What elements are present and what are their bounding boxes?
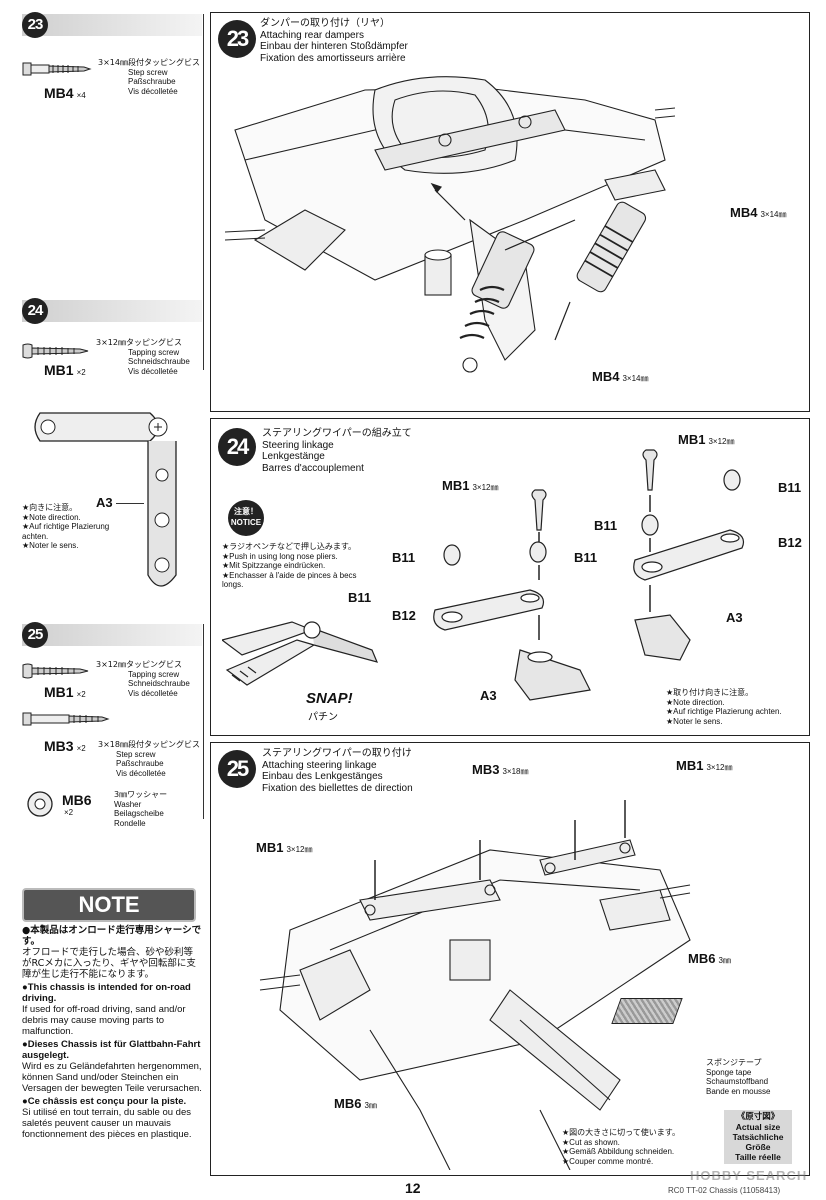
- step-screw-mb4-icon: [22, 62, 92, 76]
- a3-label: A3: [96, 495, 113, 510]
- sponge-tape-swatch: [611, 998, 683, 1024]
- a3-part-drawing: [34, 412, 177, 587]
- panel-23-title: ダンパーの取り付け（リヤ） Attaching rear dampers Ein…: [260, 18, 408, 64]
- panel-23-frame: [210, 12, 810, 412]
- step-screw-mb3-icon: [22, 712, 110, 726]
- mb4-code: MB4×4: [44, 85, 86, 101]
- mb3-description: 3×18㎜段付タッピングビス Step screw Paßschraube Vi…: [98, 740, 200, 778]
- rear-chassis-damper-drawing: [225, 76, 675, 373]
- watermark: HOBBY SEARCH: [690, 1168, 808, 1183]
- pliers-drawing: [222, 621, 379, 686]
- left-divider-24: [203, 300, 204, 370]
- panel-24-number: 24: [218, 428, 256, 466]
- panel-25-frame: [210, 742, 810, 1176]
- sponge-tape-label: スポンジテープ Sponge tape Schaumstoffband Band…: [706, 1058, 771, 1096]
- mb1-code-25: MB1×2: [44, 684, 86, 700]
- page-number: 12: [405, 1180, 421, 1196]
- mb3-code: MB3×2: [44, 738, 86, 754]
- mb1-description-25: 3×12㎜タッピングビス Tapping screw Schneidschrau…: [96, 660, 190, 698]
- step-23-number: 23: [22, 12, 48, 38]
- linkage-b12-right-label: B12: [778, 535, 802, 550]
- linkage-b11-c-label: B11: [594, 518, 618, 533]
- mb1-code-24: MB1×2: [44, 362, 86, 378]
- step-23-bar: [22, 14, 202, 36]
- notice-badge: 注意！ NOTICE: [228, 500, 264, 536]
- panel-24-frame: [210, 418, 810, 736]
- footer-code: RC0 TT-02 Chassis (11058413): [668, 1186, 781, 1195]
- snap-text-jp: パチン: [308, 712, 338, 723]
- actual-size-box: 《原寸図》 Actual size Tatsächliche Größe Tai…: [724, 1110, 792, 1164]
- front-chassis-drawing: [259, 800, 691, 1170]
- step-24-number: 24: [22, 298, 48, 324]
- tapping-screw-mb1-icon: [22, 343, 89, 359]
- snap-text: SNAP!: [306, 690, 353, 707]
- cut-note: ★図の大きさに切って使います。 ★Cut as shown. ★Gemäß Ab…: [562, 1128, 680, 1166]
- notice-text: ★ラジオペンチなどで押し込みます。 ★Push in using long no…: [222, 542, 357, 589]
- mb4-description: 3×14㎜段付タッピングビス Step screw Paßschraube Vi…: [98, 58, 200, 96]
- step-25-bar: [22, 624, 202, 646]
- note-text: ●本製品はオンロード走行専用シャーシです。 オフロードで走行した場合、砂や砂利等…: [22, 925, 202, 1140]
- linkage-a3-right-label: A3: [726, 610, 743, 625]
- note-banner: NOTE: [22, 888, 196, 922]
- steering-linkage-right-drawing: [633, 449, 745, 661]
- tapping-screw-mb1-icon-25: [22, 663, 89, 679]
- left-divider-25: [203, 624, 204, 819]
- linkage-b11-a-label: B11: [392, 550, 416, 565]
- washer-mb6-icon: [27, 791, 53, 817]
- panel-25-title: ステアリングワイパーの取り付け Attaching steering linka…: [262, 748, 413, 794]
- mb1-description-24: 3×12㎜タッピングビス Tapping screw Schneidschrau…: [96, 338, 190, 376]
- linkage-direction-note: ★取り付け向きに注意。 ★Note direction. ★Auf richti…: [666, 688, 782, 726]
- mb6-code: MB6: [62, 792, 92, 808]
- direction-note-24: ★向きに注意。 ★Note direction. ★Auf richtige P…: [22, 503, 110, 550]
- linkage-a3-left-label: A3: [480, 688, 497, 703]
- linkage-b11-d-label: B11: [778, 480, 802, 495]
- plier-b11-label: B11: [348, 590, 372, 605]
- step-25-number: 25: [22, 622, 48, 648]
- left-divider-23: [203, 14, 204, 369]
- linkage-b12-left-label: B12: [392, 608, 416, 623]
- mb6-description: 3㎜ワッシャー Washer Beilagscheibe Rondelle: [114, 790, 168, 828]
- panel-25-number: 25: [218, 750, 256, 788]
- linkage-b11-b-label: B11: [574, 550, 598, 565]
- steering-linkage-left-drawing: [433, 489, 591, 701]
- panel-24-title: ステアリングワイパーの組み立て Steering linkage Lenkges…: [262, 428, 412, 474]
- mb6-qty: ×2: [64, 808, 74, 817]
- step-24-bar: [22, 300, 202, 322]
- a3-leader: [116, 503, 144, 504]
- panel-23-number: 23: [218, 20, 256, 58]
